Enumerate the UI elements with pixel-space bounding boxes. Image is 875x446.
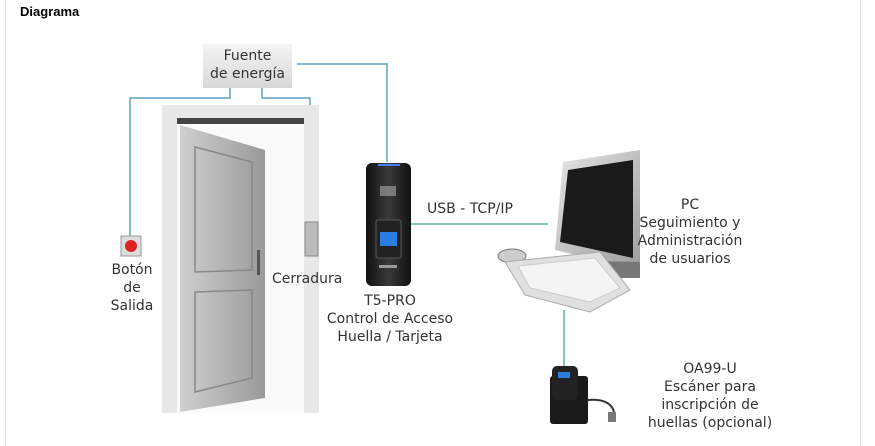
scanner-line3: inscripción de: [661, 397, 759, 413]
reader-line2: Control de Acceso: [326, 311, 454, 327]
reader-line3: Huella / Tarjeta: [337, 329, 443, 345]
power-supply-line1: Fuente: [223, 48, 272, 64]
reader-label: T5-PRO Control de Acceso Huella / Tarjet…: [310, 292, 470, 346]
connection-label: USB - TCP/IP: [427, 201, 513, 217]
scanner-label: OA99-U Escáner para inscripción de huell…: [630, 360, 790, 432]
reader-line1: T5-PRO: [364, 293, 416, 309]
exit-button-icon: [120, 235, 142, 257]
door-icon: [162, 105, 319, 413]
t5-pro-reader-icon: [366, 163, 411, 286]
pc-line4: de usuarios: [649, 251, 731, 267]
exit-button-label: Botón de Salida: [92, 261, 172, 315]
exit-button-line2: de: [123, 280, 141, 296]
pc-line2: Seguimiento y: [639, 215, 741, 231]
pc-line1: PC: [680, 197, 700, 213]
scanner-line4: huellas (opcional): [647, 415, 773, 431]
lock-label: Cerradura: [272, 271, 343, 287]
scanner-line1: OA99-U: [683, 361, 737, 377]
section-title: Diagrama: [20, 4, 80, 19]
panel-border-left: [5, 0, 6, 446]
oa99-u-scanner-icon: [550, 366, 616, 424]
power-supply-line2: de energía: [210, 66, 285, 82]
power-supply-label: Fuente de energía: [203, 47, 292, 83]
power-supply-box: [203, 44, 292, 88]
pc-line3: Administración: [637, 233, 743, 249]
pc-label: PC Seguimiento y Administración de usuar…: [620, 196, 760, 268]
lock-icon: [304, 221, 319, 257]
panel-border-right: [860, 0, 861, 446]
exit-button-line1: Botón: [111, 262, 153, 278]
pc-icon: [497, 150, 640, 313]
exit-button-line3: Salida: [110, 298, 154, 314]
scanner-line2: Escáner para: [664, 379, 756, 395]
